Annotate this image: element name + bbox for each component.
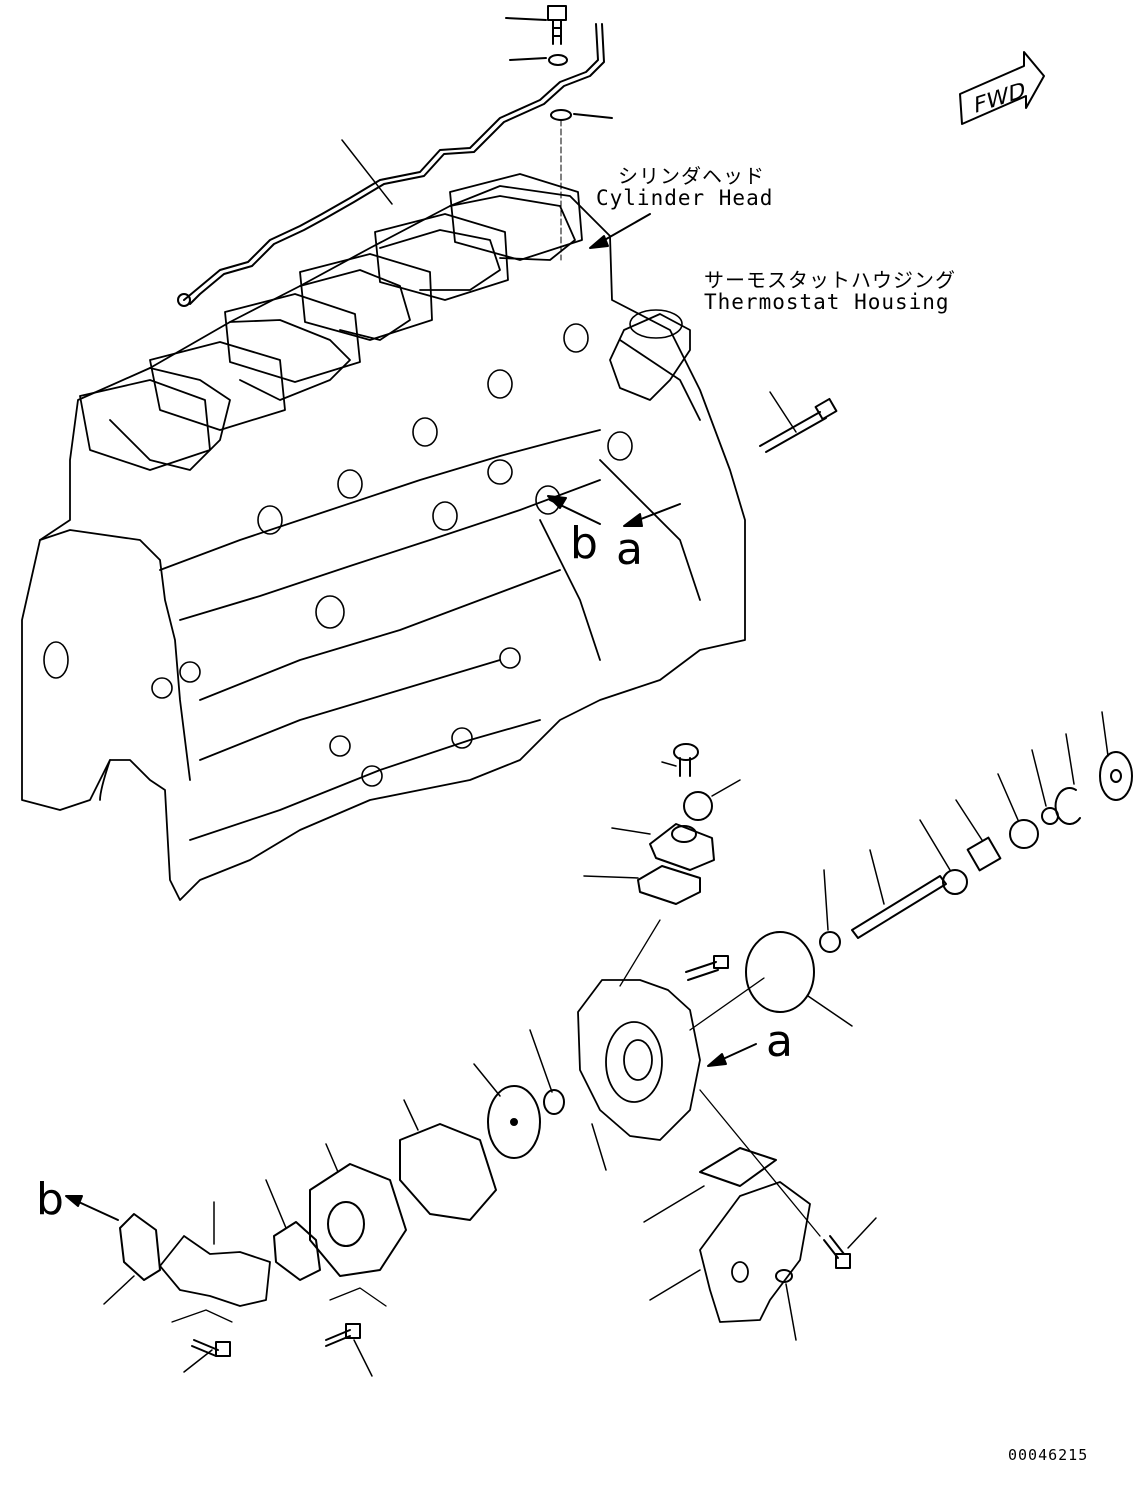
pump-housing-bolt <box>685 955 729 981</box>
pulley-hub <box>1099 711 1133 801</box>
block-holes <box>43 309 683 787</box>
inlet-elbow <box>159 1201 271 1307</box>
view-ref-b-top: b <box>570 518 598 569</box>
cylinder-head-leader <box>589 213 651 249</box>
outlet-cover <box>611 823 715 871</box>
view-ref-b-left: b <box>36 1174 64 1225</box>
small-washer <box>1031 749 1059 825</box>
seal-washer <box>819 869 841 953</box>
thermostat-housing-label-en: Thermostat Housing <box>704 290 950 314</box>
pump-housing <box>577 919 765 1171</box>
mechanical-seal <box>529 1029 565 1115</box>
view-arrow-a-right <box>707 1043 757 1067</box>
fuel-line <box>177 23 605 307</box>
elbow-bolt <box>699 1089 877 1269</box>
small-bolts <box>171 1287 387 1377</box>
lower-washer <box>550 109 613 261</box>
cylinder-head-label-jp: シリンダヘッド <box>618 164 765 188</box>
inlet-gasket <box>265 1179 321 1281</box>
cover-gasket <box>399 1099 497 1221</box>
outlet-gasket <box>583 865 701 905</box>
top-washer <box>509 54 568 66</box>
thermostat-housing <box>609 313 691 401</box>
spacer-sleeve <box>955 799 1002 872</box>
pump-shaft <box>851 849 947 939</box>
view-arrow-b-top <box>547 495 601 525</box>
impeller <box>473 1063 541 1159</box>
snap-ring <box>1054 733 1081 825</box>
o-ring-large <box>745 931 853 1027</box>
view-arrow-a-top <box>623 503 681 527</box>
outlet-elbow-gasket <box>643 1147 777 1223</box>
pump-cover <box>309 1143 407 1277</box>
engine-block <box>21 185 746 901</box>
thermostat-housing-label-jp: サーモスタットハウジング <box>704 268 956 292</box>
elbow-plug <box>775 1269 797 1341</box>
figure-number: 00046215 <box>1008 1446 1089 1464</box>
o-ring-small <box>683 779 741 821</box>
view-ref-a-right: a <box>766 1016 793 1067</box>
fwd-arrow <box>959 51 1045 125</box>
bearing-1 <box>919 819 968 895</box>
pump-bolt-top <box>661 743 699 777</box>
outlet-elbow <box>649 1181 811 1323</box>
long-bolt <box>759 391 838 453</box>
view-ref-a-top: a <box>616 524 643 575</box>
view-arrow-b-left <box>65 1195 119 1221</box>
valve-covers <box>79 173 583 471</box>
bearing-2 <box>997 773 1039 849</box>
top-bolt <box>505 5 567 45</box>
cylinder-head-label-en: Cylinder Head <box>596 186 774 210</box>
inlet-flange-gasket <box>103 1213 161 1305</box>
